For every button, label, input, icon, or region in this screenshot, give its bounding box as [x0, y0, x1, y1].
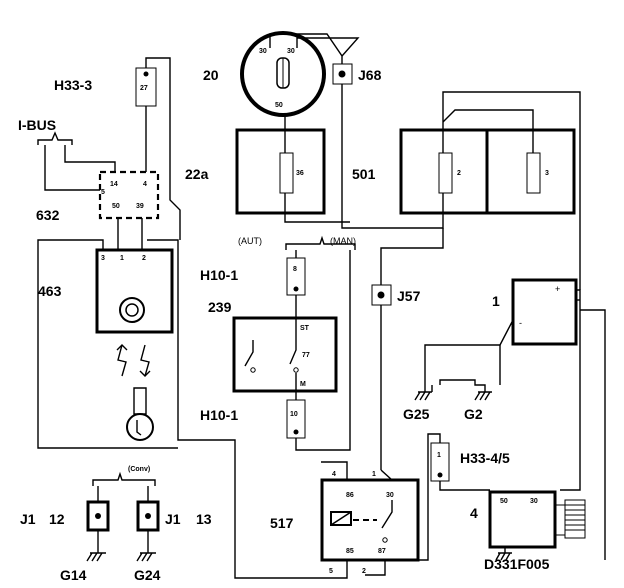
pin-label: 2 [142, 255, 146, 262]
component-22a-label: 22a [185, 166, 209, 182]
pin-label: 1 [437, 452, 441, 459]
i-bus-label: I-BUS [18, 117, 56, 133]
pin-label: 1 [120, 255, 124, 262]
ground-g24-icon [136, 552, 156, 562]
pin-label: 85 [346, 548, 354, 555]
reader-coil-icon [119, 297, 145, 323]
man-label: (MAN) [330, 236, 356, 246]
component-517-label: 517 [270, 515, 294, 531]
fuse-3 [526, 152, 541, 194]
pin-label: 50 [500, 498, 508, 505]
pin-label: 4 [143, 181, 147, 188]
h33-4-5-label: H33-4/5 [460, 450, 510, 466]
starter-gear-icon [564, 499, 586, 539]
component-239-label: 239 [208, 299, 232, 315]
fuse-2 [438, 152, 453, 194]
module-463 [95, 248, 174, 334]
pin-label: 50 [112, 203, 120, 210]
component-501-label: 501 [352, 166, 376, 182]
control-unit-632 [98, 170, 160, 220]
pin-label: 5 [329, 568, 333, 575]
switch-239 [232, 316, 338, 393]
ground-g25-icon [414, 391, 432, 401]
relay-coil-icon [330, 511, 352, 526]
pin-label: 86 [346, 492, 354, 499]
component-1-label: 1 [492, 293, 500, 309]
diagram-code: D331F005 [484, 556, 550, 572]
conv-label: (Conv) [128, 466, 150, 473]
j57-label: J57 [397, 288, 421, 304]
fuse-36 [279, 152, 294, 194]
g25-label: G25 [403, 406, 430, 422]
pin-label: 3 [101, 255, 105, 262]
fuse-pin: 3 [545, 170, 549, 177]
pin-label: M [300, 381, 306, 388]
pin-label: 30 [530, 498, 538, 505]
component-632-label: 632 [36, 207, 60, 223]
pin-label: 1 [372, 471, 376, 478]
j68-label: J68 [358, 67, 382, 83]
battery-minus: - [519, 318, 522, 328]
h10-1-top-label: H10-1 [200, 267, 238, 283]
j1-right-label: J1 [165, 511, 181, 527]
pin-label: ST [300, 325, 310, 332]
pin-label: 39 [136, 203, 144, 210]
n12-label: 12 [49, 511, 65, 527]
component-20-label: 20 [203, 67, 219, 83]
fuse-pin: 2 [457, 170, 461, 177]
battery-plus: + [555, 284, 560, 294]
fuse-pin: 36 [296, 170, 304, 177]
pin-label: 10 [290, 411, 298, 418]
pin-label: 27 [140, 85, 148, 92]
h33-3-label: H33-3 [54, 77, 92, 93]
pin-label: 87 [378, 548, 386, 555]
g2-label: G2 [464, 406, 483, 422]
pin-label: 4 [332, 471, 336, 478]
pin-label: 50 [275, 102, 283, 109]
pin-label: 77 [302, 352, 310, 359]
pin-label: 30 [287, 48, 295, 55]
pin-label: 30 [386, 492, 394, 499]
pin-label: 2 [362, 568, 366, 575]
j1-left-label: J1 [20, 511, 36, 527]
ground-starter-icon [495, 547, 512, 561]
ignition-switch [240, 31, 326, 117]
pin-label: 8 [293, 266, 297, 273]
component-4-label: 4 [470, 505, 478, 521]
g14-label: G14 [60, 567, 87, 583]
relay-517 [320, 478, 420, 562]
pin-label: 5 [101, 189, 105, 196]
aut-label: (AUT) [238, 236, 262, 246]
n13-label: 13 [196, 511, 212, 527]
key-transponder-icon [126, 387, 154, 441]
h10-1-bottom-label: H10-1 [200, 407, 238, 423]
signal-arrows-icon [116, 344, 151, 377]
fuse-box-22a [235, 128, 326, 215]
g24-label: G24 [134, 567, 161, 583]
ground-g2-icon [474, 391, 492, 401]
battery-1 [511, 278, 578, 346]
pin-label: 30 [259, 48, 267, 55]
component-463-label: 463 [38, 283, 62, 299]
pin-label: 14 [110, 181, 118, 188]
ground-g14-icon [86, 552, 106, 562]
